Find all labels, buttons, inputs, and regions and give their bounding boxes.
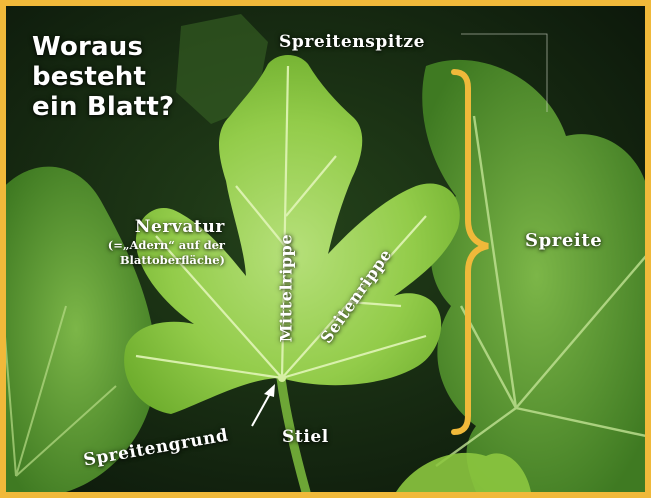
diagram-title: Woraus besteht ein Blatt?: [32, 32, 174, 122]
label-midrib: Mittelrippe: [277, 234, 296, 343]
label-blade: Spreite: [525, 230, 602, 251]
label-venation-note-1: (=„Adern“ auf der: [108, 238, 225, 253]
label-venation: Nervatur (=„Adern“ auf der Blattoberfläc…: [108, 216, 225, 268]
label-stalk: Stiel: [282, 427, 329, 447]
diagram-frame: Woraus besteht ein Blatt? Spreitenspitze…: [6, 6, 645, 492]
label-venation-title: Nervatur: [108, 216, 225, 238]
label-venation-note-2: Blattoberfläche): [108, 253, 225, 268]
vein-junction: [278, 374, 286, 382]
label-blade-tip: Spreitenspitze: [279, 32, 425, 52]
